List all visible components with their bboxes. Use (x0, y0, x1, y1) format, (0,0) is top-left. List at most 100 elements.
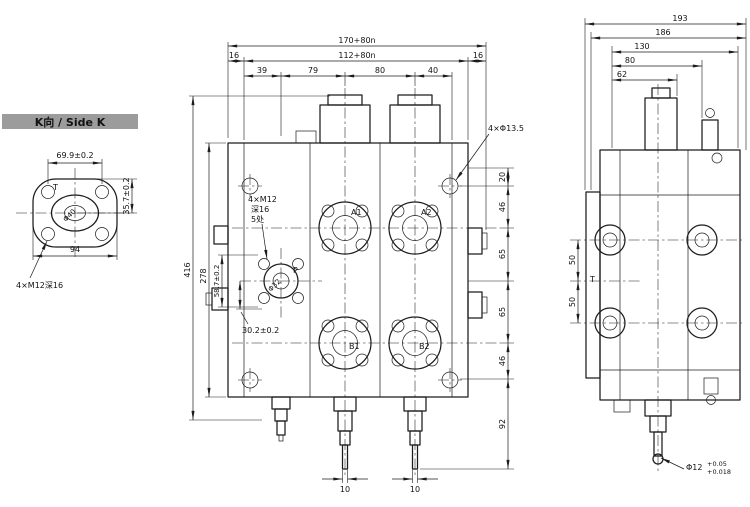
dim-92-label: 92 (498, 419, 507, 429)
front-view: A1 A2 B1 B2 (183, 36, 524, 494)
port-a1: A1 (318, 201, 372, 255)
dim-20-label: 20 (498, 172, 507, 182)
side-k-view: K向 / Side K T Φ40 69.9±0.2 35.7±0.2 94 4… (2, 114, 138, 290)
side-centerlines (570, 84, 742, 474)
dim-65a-label: 65 (498, 249, 507, 259)
dim-seg-39-label: 39 (257, 66, 267, 75)
spool-cap-top (327, 94, 363, 106)
port-t-label: T (52, 183, 58, 192)
dim-193-label: 193 (672, 14, 687, 23)
port-p-label: P (293, 266, 298, 275)
bolt-hole (355, 238, 369, 252)
bolt-hole (425, 204, 439, 218)
bolt-boss (594, 224, 626, 256)
side-bottom-fitting-cap (706, 395, 716, 405)
thread-note-line2: 深16 (251, 205, 269, 214)
port-p-bore-label: Φ32 (267, 278, 283, 294)
dim-end-left-label: 16 (229, 51, 239, 60)
bolt-boss-bore (602, 232, 618, 248)
dim-80-label: 80 (625, 56, 635, 65)
port-a2: A2 (388, 201, 442, 255)
bolt-hole (391, 238, 405, 252)
bolt-hole (425, 353, 439, 367)
thread-note-line3: 5处 (251, 214, 264, 224)
relief-stem (276, 420, 286, 436)
side-k-title-bar (2, 114, 138, 129)
leader-line (240, 311, 249, 325)
port-flange-circle (388, 201, 442, 255)
dim-130-label: 130 (634, 42, 649, 51)
right-plug-tip (481, 296, 488, 314)
stem-rod (341, 444, 349, 470)
dim-seg-40-label: 40 (428, 66, 438, 75)
side-stem-rod (653, 431, 663, 457)
dim-587-label: 58.7±0.2 (213, 265, 221, 298)
right-plug-tip (481, 232, 488, 250)
relief-hex (274, 408, 288, 422)
port-bore-circle (402, 330, 428, 356)
dim-width-label: 69.9±0.2 (56, 151, 93, 160)
bolt-hole (321, 204, 335, 218)
spool-stem-1 (333, 396, 357, 470)
side-fitting-cap (705, 108, 715, 118)
bolt-hole (355, 204, 369, 218)
dim-62-label: 62 (617, 70, 627, 79)
side-fitting-port (711, 152, 723, 164)
thread-note-line1: 4×M12 (248, 195, 277, 204)
dim-end-right-label: 16 (473, 51, 483, 60)
bolt-hole (391, 353, 405, 367)
pin-note-label: Φ12 (686, 463, 702, 472)
bolt-hole (321, 353, 335, 367)
pin-tolerance-lower: +0.018 (707, 468, 731, 476)
valve-body (227, 142, 469, 398)
side-bottom-fitting (703, 377, 719, 395)
extension-lines (189, 95, 330, 421)
port-b2: B2 (388, 316, 442, 370)
port-flange-circle (263, 263, 299, 299)
dim-inner-label: 112+80n (338, 51, 375, 60)
bolt-hole (292, 258, 304, 270)
port-bore-circle (332, 215, 358, 241)
bolt-boss-bore (694, 315, 710, 331)
bolt-hole (391, 319, 405, 333)
spool-cap-top (397, 94, 433, 106)
port-flange-circle (318, 201, 372, 255)
dim-10b-label: 10 (410, 485, 420, 494)
port-flange-circle (318, 316, 372, 370)
leader-line (660, 457, 685, 470)
bolt-boss (686, 307, 718, 339)
side-top-cap (644, 97, 678, 151)
bolt-hole (321, 319, 335, 333)
port-a2-label: A2 (421, 208, 432, 217)
dim-50-upper-label: 50 (568, 255, 577, 265)
port-bore-circle (272, 272, 290, 290)
relief-tip (278, 434, 284, 442)
dim-46a-label: 46 (498, 202, 507, 212)
bolt-hole (425, 238, 439, 252)
side-view: T 50 50 193 186 130 80 62 Φ12 +0.05 +0.0… (568, 14, 747, 476)
dim-seg-79-label: 79 (308, 66, 318, 75)
port-b1-label: B1 (349, 342, 360, 351)
port-a1-label: A1 (351, 208, 362, 217)
bolt-boss (594, 307, 626, 339)
side-body-lines (600, 150, 740, 400)
dim-416-label: 416 (183, 262, 192, 277)
port-b2-label: B2 (419, 342, 430, 351)
section-dividers (243, 143, 453, 397)
side-flange-plate (585, 191, 601, 379)
side-bottom-step (613, 399, 631, 413)
relief-valve (271, 396, 291, 442)
bolt-hole (425, 319, 439, 333)
relief-body (271, 396, 291, 410)
dim-total-label: 170+80n (338, 36, 375, 45)
pin-tolerance-upper: +0.05 (707, 460, 727, 468)
mounting-holes-note: 4×Φ13.5 (488, 124, 524, 133)
side-body (599, 149, 741, 401)
side-port-t-label: T (589, 275, 595, 284)
bolt-hole (95, 227, 109, 241)
dim-span-label: 94 (70, 245, 80, 254)
stem-rod (411, 444, 419, 470)
dim-278-label: 278 (199, 268, 208, 283)
port-bore-circle (402, 215, 428, 241)
